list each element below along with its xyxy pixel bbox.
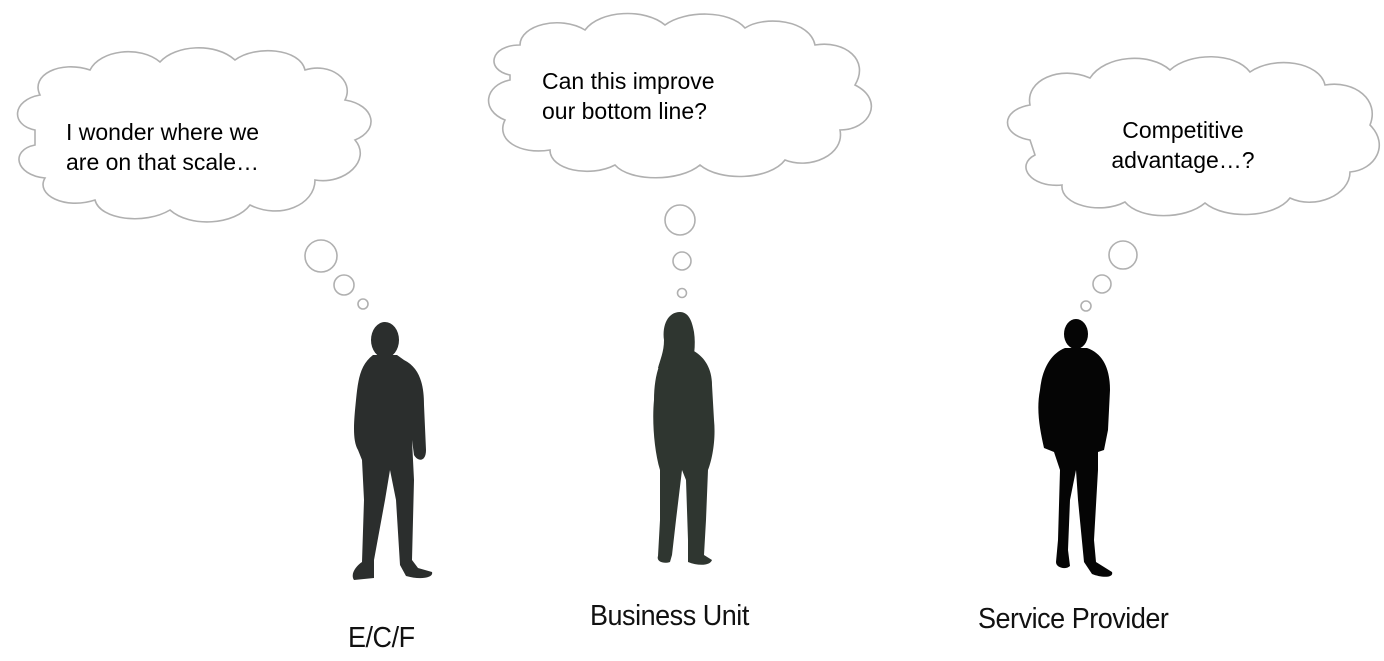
role-label-ecf: E/C/F <box>348 622 415 654</box>
person-silhouette-business-unit <box>653 312 715 565</box>
thought-text-business-unit: Can this improve our bottom line? <box>542 66 715 126</box>
thought-line: our bottom line? <box>542 98 707 124</box>
thought-text-service-provider: Competitive advantage…? <box>1098 115 1268 175</box>
thought-line: advantage…? <box>1111 147 1255 173</box>
thought-cloud-ecf <box>16 47 372 310</box>
thought-line: are on that scale… <box>66 149 260 175</box>
role-label-service-provider: Service Provider <box>978 603 1169 635</box>
thought-cloud-service-provider <box>1006 55 1381 312</box>
thought-cloud-business-unit <box>487 12 873 299</box>
role-label-business-unit: Business Unit <box>590 600 749 632</box>
thought-line: Competitive <box>1122 117 1244 143</box>
thought-text-ecf: I wonder where we are on that scale… <box>66 117 259 177</box>
thought-line: Can this improve <box>542 68 715 94</box>
person-silhouette-ecf <box>352 322 433 580</box>
person-silhouette-service-provider <box>1038 319 1113 577</box>
thought-line: I wonder where we <box>66 119 260 145</box>
